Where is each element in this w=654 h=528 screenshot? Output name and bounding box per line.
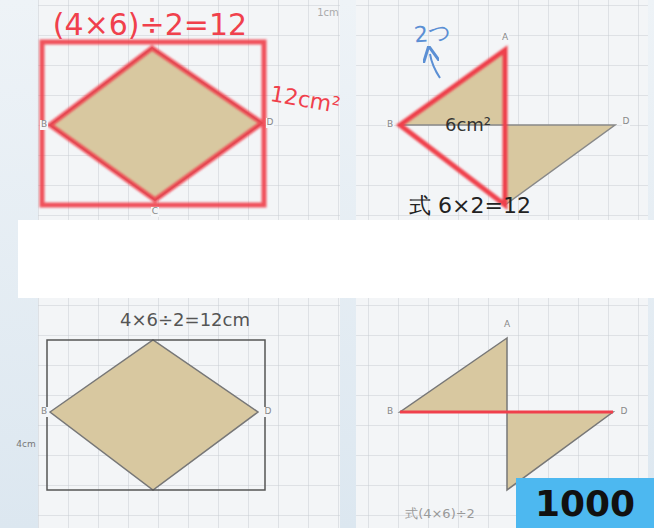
grid-paper [356,298,648,528]
vertex-letter: D [266,118,275,128]
white-band [18,220,654,298]
red-rectangle [42,42,264,205]
pencil-rectangle [47,340,265,490]
vertex-letter: A [501,33,509,43]
vertex-letter: D [620,407,629,417]
number-text: 1000 [535,483,635,524]
blue-arrow [430,54,440,78]
rhombus [50,340,258,490]
vertex-letter: D [622,117,631,127]
rhombus [50,48,262,200]
dimension: 4cm [16,440,35,450]
vertex-letter: C [151,207,159,217]
vertex-letter: B [386,407,394,417]
red-triangle [400,50,505,205]
formula: 4×6÷2=12cm [120,310,250,330]
vertex-letter: D [264,407,273,417]
area-answer: 12cm² [268,82,341,118]
note: 2つ [413,20,452,47]
formula: 式(4×6)÷2 [405,507,475,521]
red-rhombus [50,48,262,200]
formula: 式 6×2=12 [409,194,531,218]
vertex-letter: B [386,120,394,130]
grid-paper [356,0,648,220]
vertex-letter: A [503,320,511,330]
vertex-letter: B [40,120,48,130]
rhombus [400,338,613,490]
grid-paper [38,298,340,528]
rhombus [400,50,615,205]
area-answer: 6cm² [445,115,491,135]
unit-note: 1cm [317,7,339,18]
vertex-letter: B [40,407,48,417]
formula: (4×6)÷2=12 [53,8,247,41]
red-diagonal [400,411,613,414]
number-box: 1000 [516,478,654,528]
